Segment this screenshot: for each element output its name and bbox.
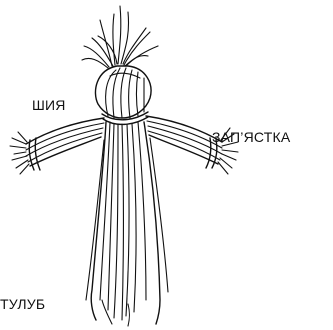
head [95, 66, 151, 118]
torso [86, 122, 168, 326]
left-arm [10, 118, 104, 174]
hair-tuft [82, 6, 158, 68]
label-torso: ТУЛУБ [0, 297, 45, 311]
label-neck: ШИЯ [32, 98, 66, 112]
label-wrist: ЗАП’ЯСТКА [212, 130, 290, 144]
right-arm [146, 116, 238, 174]
